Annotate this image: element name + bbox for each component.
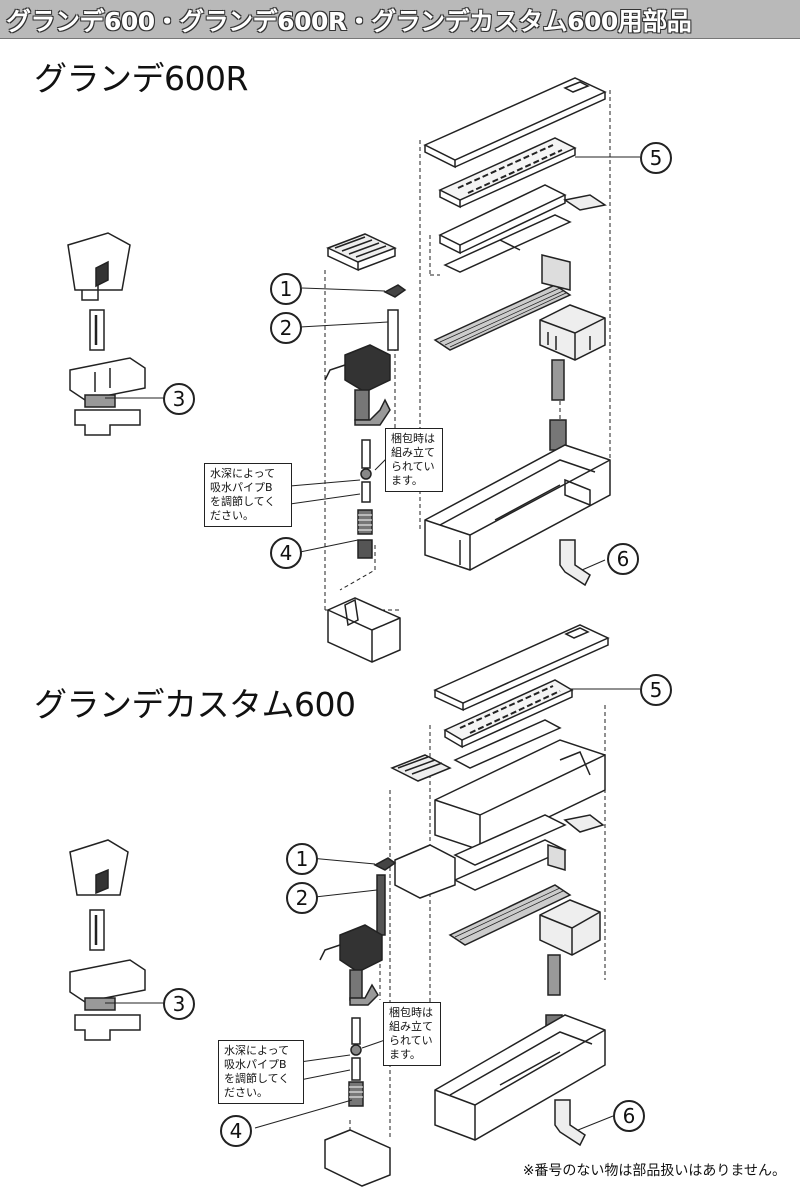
basket-2 xyxy=(539,899,601,956)
callout-2: 2 xyxy=(270,312,302,344)
callout-6b: 6 xyxy=(613,1100,645,1132)
part-cap xyxy=(383,284,407,298)
filter-tray xyxy=(438,137,577,209)
strainer xyxy=(357,509,373,559)
lid-top-2 xyxy=(433,624,610,712)
upper-box xyxy=(434,739,606,851)
detail-assembly-3 xyxy=(67,232,146,436)
callout-5b: 5 xyxy=(640,674,672,706)
callout-2b: 2 xyxy=(286,882,318,914)
note-water-depth: 水深によって 吸水パイプB を調節してく ださい。 xyxy=(204,463,292,527)
cabinet-corner xyxy=(327,597,401,663)
mesh-plate-2 xyxy=(448,884,572,946)
callout-1b: 1 xyxy=(286,843,318,875)
callout-4b: 4 xyxy=(220,1115,252,1147)
lid-top xyxy=(423,77,607,169)
callout-3b: 3 xyxy=(163,988,195,1020)
callout-5: 5 xyxy=(640,142,672,174)
main-tank xyxy=(424,444,611,571)
note-packed-assembled: 梱包時は 組み立て られてい ます。 xyxy=(385,428,443,492)
section-title-600r: グランデ600R xyxy=(34,59,248,98)
callout-3: 3 xyxy=(163,383,195,415)
filter-mats-2 xyxy=(453,814,567,891)
mesh-plate xyxy=(433,254,572,351)
detail-assembly-3b xyxy=(69,839,146,1041)
main-tank-2 xyxy=(434,1014,606,1141)
pump xyxy=(324,344,391,426)
section-title-custom600: グランデカスタム600 xyxy=(34,685,356,724)
grill-cap xyxy=(326,233,397,272)
diagram-600r xyxy=(67,77,640,663)
strainer-2 xyxy=(348,1081,364,1107)
callout-6: 6 xyxy=(607,543,639,575)
note-packed-assembled-2: 梱包時は 組み立て られてい ます。 xyxy=(383,1002,441,1066)
callout-1: 1 xyxy=(270,273,302,305)
header-banner: グランデ600・グランデ600R・グランデカスタム600用部品 xyxy=(0,0,800,39)
elbow-joint xyxy=(559,539,591,587)
grill-cap-2 xyxy=(390,754,452,782)
note-water-depth-2: 水深によって 吸水パイプB を調節してく ださい。 xyxy=(218,1040,304,1104)
filter-tray-2 xyxy=(443,679,574,749)
filter-mats xyxy=(438,184,607,273)
pump-2 xyxy=(319,924,383,1006)
diagram-custom600 xyxy=(69,624,640,1187)
part-pipe xyxy=(387,309,399,351)
page-title: グランデ600・グランデ600R・グランデカスタム600用部品 xyxy=(6,7,692,36)
basket xyxy=(539,304,606,361)
callout-4: 4 xyxy=(270,537,302,569)
footer-note: ※番号のない物は部品扱いはありません。 xyxy=(522,1163,786,1179)
elbow-joint-2 xyxy=(554,1099,586,1147)
